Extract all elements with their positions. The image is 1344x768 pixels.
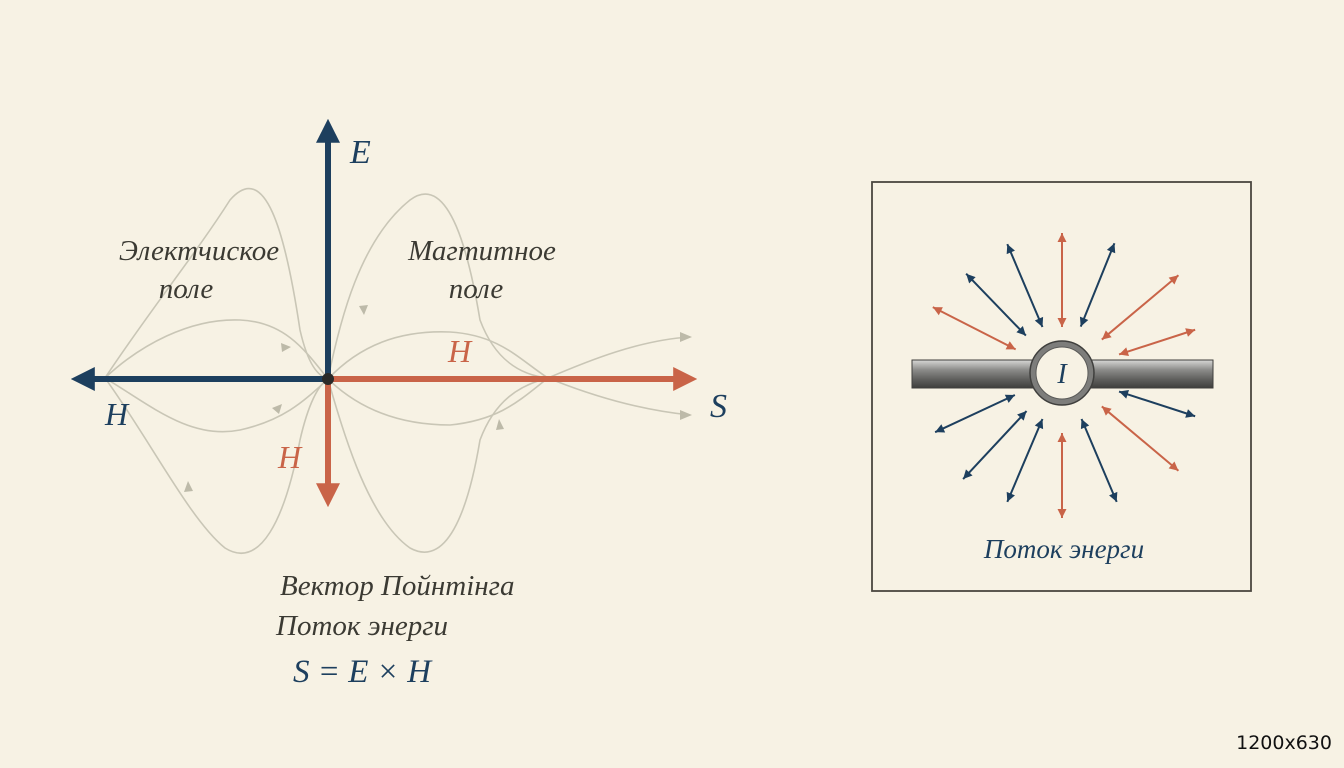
energy-flow-arrow bbox=[1080, 418, 1118, 503]
wire-panel-caption: Поток энерги bbox=[983, 534, 1144, 564]
energy-flow-arrowhead bbox=[1016, 325, 1026, 336]
energy-flow-arrowhead bbox=[1006, 244, 1015, 255]
energy-flow-arrowhead bbox=[1168, 461, 1179, 471]
energy-flow-arrowhead bbox=[1106, 243, 1116, 254]
energy-flow-arrowhead bbox=[1017, 411, 1027, 421]
energy-flow-arrowhead bbox=[1185, 409, 1196, 418]
energy-flow-arrowhead bbox=[1185, 328, 1196, 337]
energy-flow-arrow bbox=[1006, 418, 1044, 503]
magnetic-field-caption-line2: поле bbox=[449, 273, 504, 305]
wire-cross-section-inner bbox=[1035, 346, 1089, 400]
h-left-axis-label: H bbox=[104, 396, 130, 432]
field-line-arrowheads bbox=[184, 305, 692, 492]
energy-flow-arrow bbox=[965, 273, 1027, 337]
energy-flow-arrowhead bbox=[1101, 406, 1112, 416]
energy-flow-arrowhead bbox=[966, 273, 976, 284]
energy-flow-arrow bbox=[1118, 390, 1196, 418]
energy-flow-arrowhead bbox=[1079, 316, 1089, 327]
field-lines bbox=[104, 187, 691, 554]
energy-flow-arrowhead bbox=[935, 424, 946, 433]
poynting-formula: S = E × H bbox=[293, 654, 433, 690]
origin-point bbox=[322, 373, 334, 385]
energy-flow-arrow bbox=[962, 410, 1028, 480]
energy-flow-arrowhead bbox=[1119, 390, 1130, 399]
energy-flow-arrowhead bbox=[1034, 316, 1044, 327]
energy-flow-arrowhead bbox=[1057, 318, 1067, 327]
energy-flow-arrowhead bbox=[1168, 275, 1179, 285]
poynting-caption-line2: Поток энерги bbox=[275, 610, 448, 642]
energy-flow-arrowhead bbox=[1101, 330, 1112, 340]
energy-flow-arrowhead bbox=[1119, 347, 1130, 356]
energy-flow-arrowhead bbox=[1004, 394, 1015, 403]
energy-flow-arrow bbox=[1101, 405, 1180, 472]
energy-flow-arrow bbox=[1118, 328, 1196, 356]
energy-flow-arrow bbox=[1006, 243, 1044, 328]
energy-flow-arrowhead bbox=[1057, 233, 1067, 242]
wire-panel-frame bbox=[871, 181, 1252, 592]
energy-flow-arrow bbox=[932, 306, 1017, 351]
wire-left bbox=[911, 359, 1035, 389]
energy-flow-arrowhead bbox=[1006, 491, 1015, 502]
h-right-axis-label: H bbox=[447, 333, 473, 369]
electric-field-caption-line2: поле bbox=[159, 273, 214, 305]
wire-right bbox=[1089, 359, 1214, 389]
wire-panel: I Поток энерги bbox=[871, 181, 1252, 592]
energy-flow-arrowhead bbox=[1057, 509, 1067, 518]
energy-flow-arrow bbox=[934, 394, 1016, 434]
energy-flow-arrowhead bbox=[1109, 491, 1118, 502]
h-down-axis-label: H bbox=[277, 439, 303, 475]
energy-flow-arrowhead bbox=[1034, 419, 1044, 430]
dimension-note: 1200x630 bbox=[1236, 732, 1332, 754]
current-label: I bbox=[1056, 359, 1068, 390]
s-axis-label: S bbox=[710, 388, 727, 425]
energy-flow-arrowhead bbox=[963, 469, 973, 480]
e-axis-label: E bbox=[349, 134, 371, 171]
energy-flow-arrow bbox=[1101, 274, 1180, 341]
energy-flow-arrowhead bbox=[932, 307, 943, 316]
energy-flow-arrowhead bbox=[1080, 419, 1090, 430]
energy-flow-arrowhead bbox=[1005, 341, 1016, 350]
energy-flow-arrow bbox=[1079, 242, 1116, 328]
electric-field-caption-line1: Электчиское bbox=[119, 235, 279, 267]
energy-flow-arrows bbox=[932, 233, 1196, 518]
energy-flow-arrowhead bbox=[1057, 433, 1067, 442]
magnetic-field-caption-line1: Магтитное bbox=[407, 235, 556, 267]
poynting-caption-line1: Вектор Пойнтінга bbox=[280, 570, 515, 602]
